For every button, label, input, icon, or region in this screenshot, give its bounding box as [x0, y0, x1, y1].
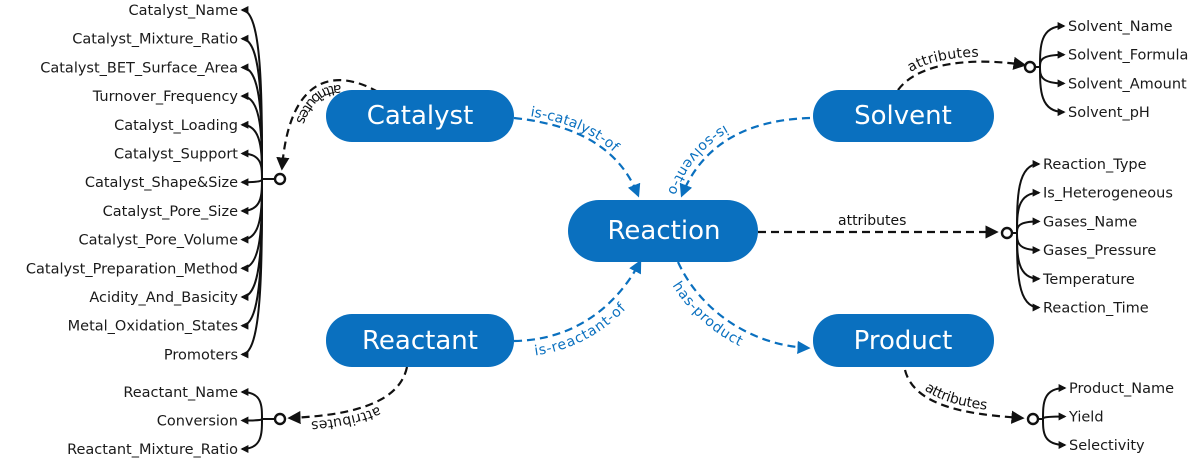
node-reactant-label: Reactant — [362, 326, 478, 356]
node-catalyst[interactable]: Catalyst — [326, 90, 514, 142]
attribute-catalyst-item: Catalyst_Name — [129, 3, 239, 19]
reaction-attribute-hub — [1000, 226, 1014, 240]
attribute-catalyst-item: Catalyst_BET_Surface_Area — [40, 60, 238, 76]
edge-has-product — [677, 261, 811, 355]
attribute-link-solvent — [1039, 22, 1066, 68]
attribute-catalyst-item: Turnover_Frequency — [92, 89, 239, 105]
attribute-solvent-item: Solvent_Amount — [1068, 76, 1187, 92]
attribute-catalyst-item: Catalyst_Preparation_Method — [26, 261, 238, 277]
attribute-link-product — [1042, 384, 1067, 420]
attribute-link-reaction — [1016, 232, 1041, 312]
attribute-link-reaction — [1016, 217, 1041, 234]
label-is-catalyst-of: is-catalyst-of — [529, 104, 622, 156]
reactant-attribute-hub — [273, 412, 287, 426]
attribute-reaction-item: Reaction_Type — [1043, 157, 1147, 173]
attribute-link-solvent — [1039, 50, 1066, 68]
attribute-link-catalyst — [240, 178, 263, 215]
attribute-solvent-item: Solvent_pH — [1068, 105, 1150, 121]
edge-is-reactant-of — [513, 259, 642, 343]
node-reactant[interactable]: Reactant — [326, 314, 514, 367]
node-solvent[interactable]: Solvent — [813, 90, 994, 142]
attribute-link-product — [1042, 412, 1067, 421]
attribute-link-reactant — [240, 388, 263, 420]
attribute-link-solvent — [1039, 66, 1066, 117]
node-solvent-label: Solvent — [854, 101, 952, 131]
attribute-catalyst-item: Catalyst_Mixture_Ratio — [72, 32, 238, 48]
attribute-catalyst-item: Acidity_And_Basicity — [89, 290, 238, 306]
edge-product-attributes — [903, 369, 1025, 424]
attribute-link-product — [1042, 418, 1067, 449]
attribute-catalyst-item: Metal_Oxidation_States — [68, 319, 238, 335]
solvent-attribute-hub — [1023, 60, 1037, 74]
edge-catalyst-attributes — [276, 79, 379, 171]
catalyst-attribute-hub — [273, 172, 287, 186]
label-reaction-attributes: attributes — [838, 213, 906, 229]
node-reaction-label: Reaction — [608, 216, 721, 246]
attribute-reactant-item: Reactant_Name — [123, 385, 238, 401]
attribute-link-catalyst — [240, 178, 263, 187]
attribute-solvent-item: Solvent_Formula — [1068, 48, 1188, 64]
attribute-link-reaction — [1016, 232, 1041, 255]
attribute-reaction-item: Is_Heterogeneous — [1043, 186, 1173, 202]
label-reactant-attributes: attributes — [310, 403, 383, 434]
node-reaction[interactable]: Reaction — [568, 200, 758, 262]
attribute-link-catalyst — [240, 178, 263, 359]
attribute-catalyst-item: Promoters — [164, 347, 238, 363]
attribute-link-catalyst — [240, 149, 263, 180]
label-has-product: has-product — [669, 279, 746, 350]
attribute-link-reaction — [1016, 188, 1041, 234]
attribute-reaction-item: Reaction_Time — [1043, 301, 1149, 317]
attribute-product-item: Selectivity — [1069, 438, 1145, 454]
edge-is-catalyst-of — [513, 116, 641, 198]
attribute-reaction-item: Gases_Name — [1043, 214, 1137, 230]
attribute-catalyst-item: Catalyst_Support — [114, 147, 238, 163]
attribute-link-solvent — [1039, 66, 1066, 88]
attribute-reactant-item: Reactant_Mixture_Ratio — [67, 442, 238, 458]
attribute-link-reaction — [1016, 232, 1041, 283]
attribute-link-catalyst — [240, 120, 263, 180]
node-product-label: Product — [854, 326, 953, 356]
node-catalyst-label: Catalyst — [367, 101, 474, 131]
attribute-link-reactant — [240, 416, 263, 425]
label-solvent-attributes: attributes — [905, 45, 979, 76]
edge-reactant-attributes — [287, 366, 409, 425]
attribute-reaction-item: Temperature — [1042, 272, 1135, 288]
attribute-catalyst-item: Catalyst_Shape&Size — [85, 175, 238, 191]
attribute-catalyst-item: Catalyst_Loading — [114, 118, 238, 134]
attribute-catalyst-item: Catalyst_Pore_Volume — [78, 233, 238, 249]
attribute-catalyst-item: Catalyst_Pore_Size — [103, 204, 238, 220]
attribute-solvent-item: Solvent_Name — [1068, 19, 1173, 35]
node-product[interactable]: Product — [813, 314, 994, 367]
edge-solvent-attributes — [897, 56, 1027, 91]
attribute-link-reactant — [240, 418, 263, 453]
attribute-reaction-item: Gases_Pressure — [1043, 243, 1156, 259]
label-is-reactant-of: is-reactant-of — [533, 300, 629, 360]
attribute-reactant-item: Conversion — [157, 414, 238, 430]
attribute-product-item: Product_Name — [1069, 381, 1174, 397]
product-attribute-hub — [1026, 412, 1040, 426]
attribute-product-item: Yield — [1068, 410, 1104, 426]
